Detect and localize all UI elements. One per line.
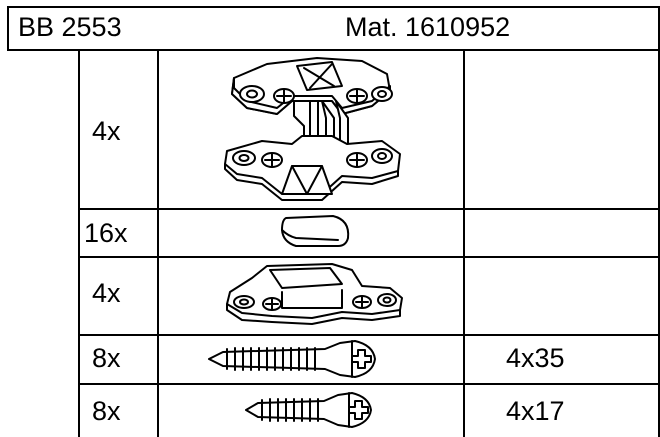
quantity-cell: 16x bbox=[84, 218, 128, 248]
size-cell: 4x17 bbox=[506, 396, 565, 426]
screw-long-icon bbox=[208, 340, 376, 378]
product-code: BB 2553 bbox=[18, 12, 122, 42]
quantity-cell: 4x bbox=[92, 116, 121, 146]
connector-fitting-icon bbox=[224, 57, 401, 201]
quantity-cell: 8x bbox=[92, 343, 121, 373]
quantity-cell: 8x bbox=[92, 396, 121, 426]
quantity-cell: 4x bbox=[92, 278, 121, 308]
size-cell: 4x35 bbox=[506, 343, 565, 373]
bracket-icon bbox=[226, 263, 403, 325]
material-number: Mat. 1610952 bbox=[345, 12, 511, 42]
cover-cap-icon bbox=[281, 215, 350, 247]
screw-short-icon bbox=[245, 392, 372, 428]
